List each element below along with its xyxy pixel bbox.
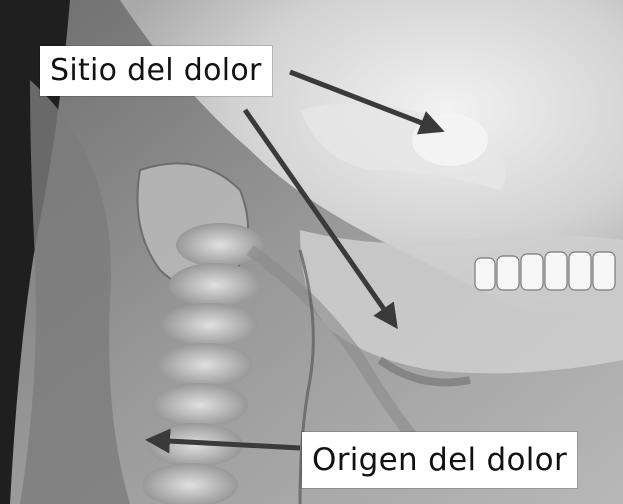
pain-site-label: Sitio del dolor [40,46,272,96]
pain-origin-label: Origen del dolor [302,432,577,488]
